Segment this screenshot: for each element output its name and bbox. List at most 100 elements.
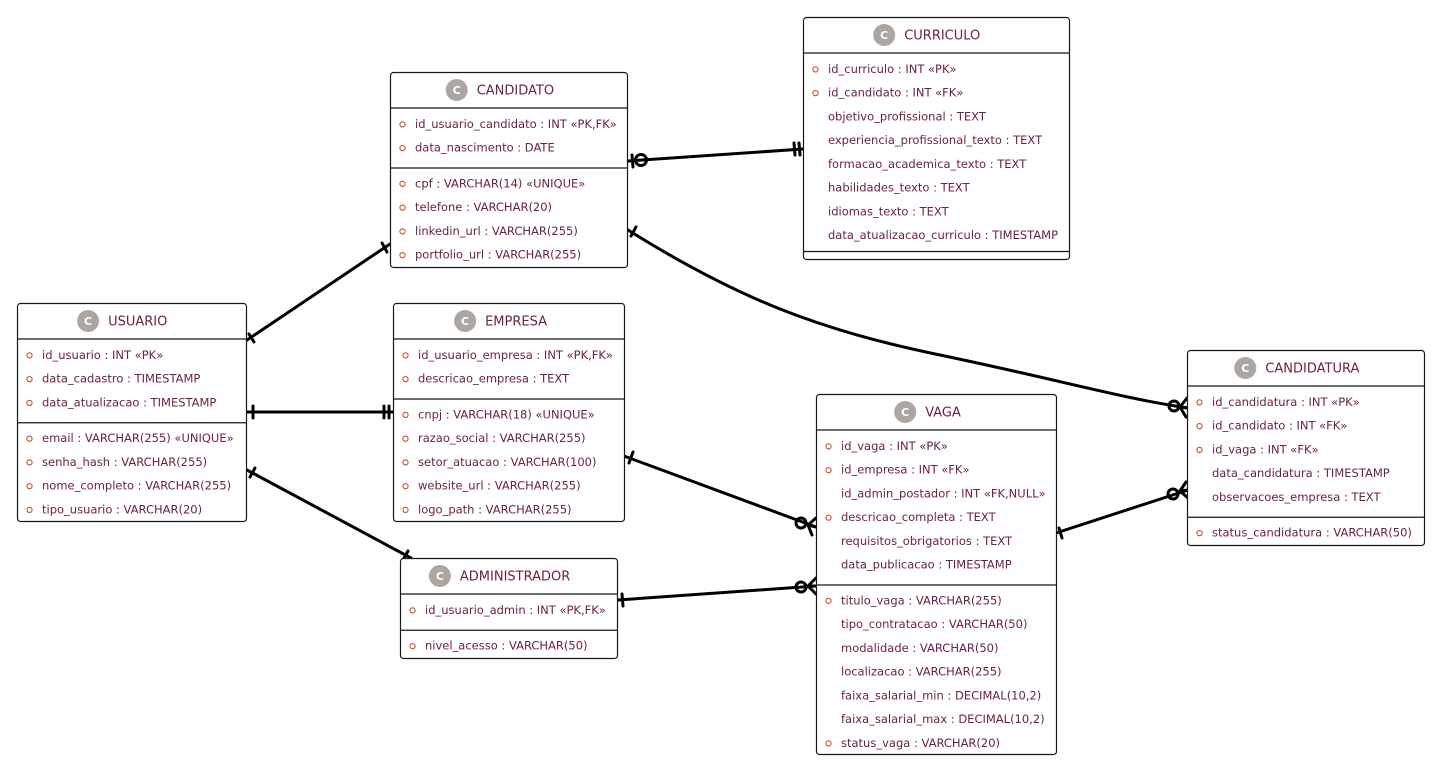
entity-field: modalidade : VARCHAR(50): [841, 641, 998, 655]
entity-field: logo_path : VARCHAR(255): [418, 502, 572, 516]
entity-field: faixa_salarial_max : DECIMAL(10,2): [841, 712, 1045, 726]
class-badge-icon: [428, 565, 451, 587]
relation-vaga-candidatura: [1054, 480, 1190, 540]
field-visibility-icon: [399, 180, 406, 188]
zero-marker: [794, 580, 808, 594]
entity-vaga[interactable]: C VAGA id_vaga : INT «PK» id_empresa : INT …: [815, 393, 1058, 756]
entity-title: ADMINISTRADOR: [460, 570, 570, 585]
field-visibility-icon: [399, 228, 406, 235]
field-visibility-icon: [825, 514, 832, 521]
entity-box: [815, 393, 1058, 756]
entity-field: descricao_empresa : TEXT: [418, 372, 570, 386]
zero-marker: [634, 153, 648, 167]
field-visibility-icon: [812, 66, 819, 73]
relationships: [245, 141, 1190, 608]
entity-field: objetivo_profissional : TEXT: [828, 109, 987, 123]
field-visibility-icon: [402, 411, 409, 419]
class-badge-letter: C: [880, 29, 888, 42]
field-visibility-icon: [825, 597, 832, 605]
class-badge-icon: [445, 79, 468, 101]
field-visibility-icon: [399, 251, 406, 259]
field-visibility-icon: [409, 642, 416, 650]
connector-line: [616, 584, 818, 602]
entity-box: [399, 557, 619, 660]
entity-field: data_publicacao : TIMESTAMP: [841, 558, 1012, 572]
entity-field: descricao_completa : TEXT: [841, 510, 997, 524]
field-visibility-icon: [1196, 422, 1203, 430]
entity-title: CURRICULO: [904, 29, 980, 44]
zero-marker: [1166, 487, 1180, 501]
entity-field: id_candidato : INT «FK»: [1212, 419, 1347, 433]
field-visibility-icon: [1196, 399, 1203, 406]
entity-field: data_atualizacao_curriculo : TIMESTAMP: [828, 228, 1058, 242]
class-badge-letter: C: [436, 570, 444, 583]
class-badge-icon: [894, 401, 917, 423]
connector-line: [626, 228, 1190, 410]
field-visibility-icon: [402, 435, 409, 442]
entity-field: email : VARCHAR(255) «UNIQUE»: [42, 431, 234, 445]
connector-line: [626, 147, 805, 163]
entity-field: requisitos_obrigatorios : TEXT: [841, 534, 1013, 548]
entity-field: data_candidatura : TIMESTAMP: [1212, 466, 1390, 480]
field-visibility-icon: [26, 399, 33, 407]
relation-usuario-candidato: [245, 241, 392, 344]
entity-field: linkedin_url : VARCHAR(255): [415, 224, 578, 238]
entity-field: data_cadastro : TIMESTAMP: [42, 372, 200, 386]
class-badge-icon: [873, 24, 896, 46]
class-badge-letter: C: [1241, 362, 1249, 375]
entity-box: [1186, 349, 1426, 547]
entity-title: EMPRESA: [485, 315, 547, 330]
connector-line: [245, 242, 392, 342]
class-badge-icon: [77, 310, 100, 332]
entity-field: id_vaga : INT «FK»: [1212, 442, 1319, 456]
one-marker: [248, 466, 257, 479]
field-visibility-icon: [402, 459, 409, 466]
field-visibility-icon: [399, 204, 406, 211]
field-visibility-icon: [402, 482, 409, 490]
class-badge-icon: [454, 310, 477, 332]
field-visibility-icon: [26, 506, 33, 514]
field-visibility-icon: [26, 435, 33, 442]
entity-field: id_empresa : INT «FK»: [841, 463, 970, 477]
class-badge-icon: [1234, 357, 1257, 379]
entity-field: status_vaga : VARCHAR(20): [841, 736, 1000, 750]
entity-field: idiomas_texto : TEXT: [828, 204, 950, 218]
entity-field: nome_completo : VARCHAR(255): [42, 479, 231, 493]
entity-title: VAGA: [925, 406, 961, 421]
field-visibility-icon: [26, 459, 33, 466]
relation-administrador-vaga: [616, 576, 818, 608]
relation-empresa-vaga: [622, 450, 818, 537]
field-visibility-icon: [409, 607, 416, 614]
field-visibility-icon: [26, 482, 33, 490]
relation-candidato-curriculo: [626, 141, 805, 169]
entity-field: observacoes_empresa : TEXT: [1212, 490, 1381, 504]
entity-field: website_url : VARCHAR(255): [418, 479, 581, 493]
entity-field: data_atualizacao : TIMESTAMP: [42, 395, 216, 409]
entity-field: titulo_vaga : VARCHAR(255): [841, 593, 1002, 607]
many-marker: [806, 516, 818, 537]
entity-field: id_usuario_candidato : INT «PK,FK»: [415, 117, 617, 131]
zero-marker: [794, 516, 808, 530]
field-visibility-icon: [402, 375, 409, 383]
class-badge-letter: C: [453, 84, 461, 97]
entity-field: id_vaga : INT «PK»: [841, 439, 948, 453]
entity-field: cnpj : VARCHAR(18) «UNIQUE»: [418, 407, 595, 421]
one-marker: [247, 332, 256, 344]
many-marker: [1178, 396, 1190, 419]
class-badge-letter: C: [901, 406, 909, 419]
class-badge-letter: C: [84, 315, 92, 328]
many-marker: [806, 576, 818, 596]
field-visibility-icon: [1196, 446, 1203, 454]
entity-box: [802, 16, 1071, 261]
relation-usuario-administrador: [245, 466, 413, 562]
one-marker: [627, 450, 635, 465]
connector-line: [1054, 488, 1190, 535]
